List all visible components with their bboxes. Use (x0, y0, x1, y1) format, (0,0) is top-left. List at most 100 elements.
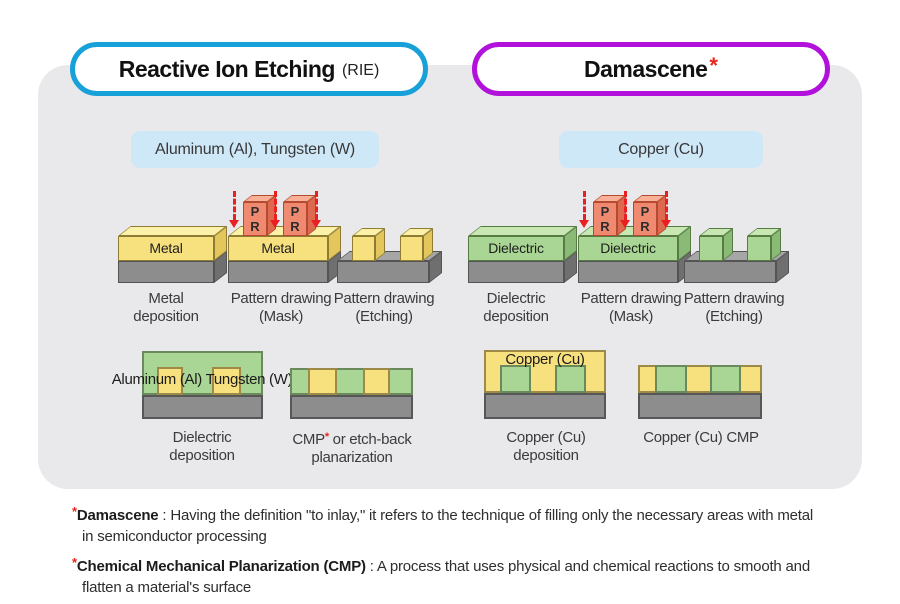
footnote-asterisk: * (72, 555, 77, 570)
caption-line1: Pattern drawing (230, 290, 332, 307)
arrow-dash (232, 191, 236, 220)
caption-line1: Dielectric (486, 290, 546, 307)
etchback-text: or etch-back (328, 431, 412, 448)
substrate-front-face (228, 261, 328, 283)
arrow-head (311, 220, 321, 228)
caption-copper-cmp: Copper (Cu) CMP (616, 429, 786, 447)
caption-copper-deposition: Copper (Cu) deposition (461, 429, 631, 464)
metal-top-face (118, 226, 227, 236)
arrow-head (229, 220, 239, 228)
caption-line2: deposition (483, 307, 549, 325)
caption-line1: Pattern drawing (333, 290, 435, 307)
pr-letter-p: P (600, 204, 610, 219)
photoresist-label: P R (593, 204, 617, 234)
substrate-front-face (578, 261, 678, 283)
caption-metal-deposition: Metal deposition (81, 290, 251, 325)
caption-pattern-drawing-etching-rie: Pattern drawing (Etching) (299, 290, 469, 325)
metal-front-face (118, 236, 214, 261)
cmp-text: CMP (292, 431, 325, 448)
caption-line2: deposition (133, 307, 199, 325)
substrate-region (638, 393, 762, 419)
metal-layer-label: Metal (261, 240, 295, 256)
caption-line1: Metal (148, 290, 184, 307)
caption-dielectric-deposition-row2: Dielectric deposition (117, 429, 287, 464)
damascene-header-pill: Damascene * (472, 42, 830, 96)
pr-letter-p: P (250, 204, 260, 219)
photoresist-front-face (283, 202, 307, 236)
substrate-front-face (118, 261, 214, 283)
arrow-dash (314, 191, 318, 220)
dielectric-layer-label: Dielectric (488, 240, 544, 256)
caption-line2: (Etching) (355, 307, 413, 325)
substrate-front-face (337, 261, 429, 283)
dielectric-line (500, 365, 531, 393)
photoresist-label: P R (283, 204, 307, 234)
caption-pattern-drawing-etching-damascene: Pattern drawing (Etching) (649, 290, 819, 325)
arrow-dash (582, 191, 586, 220)
rie-abbreviation: (RIE) (341, 61, 380, 79)
caption-line2: (Mask) (608, 307, 654, 325)
photoresist-front-face (633, 202, 657, 236)
photoresist-front-face (593, 202, 617, 236)
metal-cube-front-face (400, 236, 423, 261)
damascene-asterisk: * (709, 53, 718, 78)
photoresist-label: P R (633, 204, 657, 234)
caption-line2: planarization (311, 448, 393, 466)
dielectric-front-face (578, 236, 678, 261)
dielectric-front-face (468, 236, 564, 261)
arrow-dash (664, 191, 668, 220)
caption-cmp-etchback: CMP* or etch-back planarization (267, 429, 437, 466)
footnote-asterisk: * (72, 504, 77, 519)
arrow-head (270, 220, 280, 228)
photoresist-front-face (243, 202, 267, 236)
caption-line2: (Etching) (705, 307, 763, 325)
caption-pattern-drawing-mask-damascene: Pattern drawing (Mask) (546, 290, 716, 325)
material-chip-aluminum-tungsten: Aluminum (Al), Tungsten (W) (131, 131, 379, 168)
caption-dielectric-deposition: Dielectric deposition (431, 290, 601, 325)
material-chip-copper: Copper (Cu) (559, 131, 763, 168)
dielectric-cube-front-face (699, 236, 723, 261)
copper-overlay-label: Copper (Cu) (505, 351, 585, 368)
dielectric-line (655, 365, 687, 393)
dielectric-line (710, 365, 741, 393)
arrow-head (661, 220, 671, 228)
caption-line1: Pattern drawing (580, 290, 682, 307)
footnote-term: Damascene (76, 507, 159, 524)
footnote-cmp: *Chemical Mechanical Planarization (CMP)… (72, 552, 828, 598)
damascene-title: Damascene (584, 55, 708, 82)
metal-line (212, 367, 241, 395)
footnote-damascene: *Damascene : Having the definition "to i… (72, 501, 828, 547)
caption-pattern-drawing-mask-rie: Pattern drawing (Mask) (196, 290, 366, 325)
dielectric-layer-label: Dielectric (600, 240, 656, 256)
arrow-dash (273, 191, 277, 220)
caption-line1: CMP* or etch-back (267, 429, 437, 449)
caption-line2: deposition (169, 446, 235, 464)
caption-line2: (Mask) (258, 307, 304, 325)
caption-line1: Dielectric (172, 429, 232, 446)
pr-letter-p: P (290, 204, 300, 219)
metal-line (308, 368, 337, 395)
substrate-front-face (684, 261, 776, 283)
footnote-term: Chemical Mechanical Planarization (CMP) (76, 558, 366, 575)
pr-letter-r: R (600, 219, 610, 234)
pr-letter-r: R (250, 219, 260, 234)
arrow-dash (623, 191, 627, 220)
aluminum-tungsten-overlay-label: Aluminum (Al) Tungsten (W) (111, 371, 293, 388)
dielectric-top-face (468, 226, 577, 236)
pr-letter-r: R (640, 219, 650, 234)
dielectric-cube-front-face (747, 236, 771, 261)
metal-front-face (228, 236, 328, 261)
metal-layer-label: Metal (149, 240, 183, 256)
metal-cube-front-face (352, 236, 375, 261)
substrate-front-face (468, 261, 564, 283)
metal-line (157, 367, 183, 395)
dielectric-line (555, 365, 586, 393)
substrate-region (142, 395, 263, 419)
caption-line1: Pattern drawing (683, 290, 785, 307)
cmp-asterisk: * (324, 431, 329, 443)
caption-line1: Copper (Cu) CMP (643, 429, 759, 446)
arrow-head (579, 220, 589, 228)
substrate-region (290, 395, 413, 419)
footnotes: *Damascene : Having the definition "to i… (72, 501, 828, 603)
